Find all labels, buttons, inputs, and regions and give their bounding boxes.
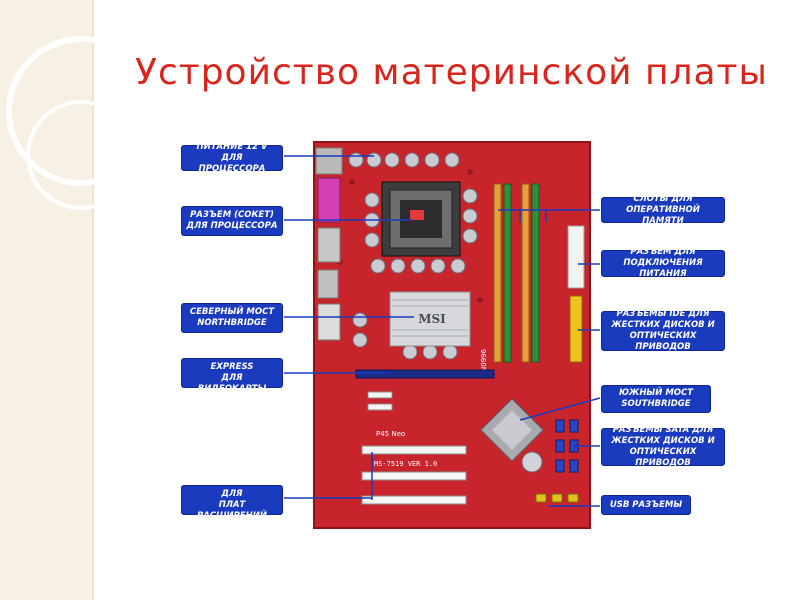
callout-line: ПЛАТ РАСШИРЕНИЙ <box>196 500 268 521</box>
callout-line: РАЗЪЕМ PCI-EXPRESS <box>200 351 264 372</box>
ram-slots <box>493 183 540 363</box>
callout-line: СЕВЕРНЫЙ МОСТ <box>189 307 275 317</box>
callout-line: ДЛЯ ВИДЕОКАРТЫ <box>197 373 267 394</box>
callout-line: ПИТАНИЕ 12 V ДЛЯ <box>196 141 268 163</box>
pci-slots <box>361 445 467 505</box>
callout-line: РАЗЪЕМЫ PCI ДЛЯ <box>197 478 267 499</box>
decorative-sidebar-edge <box>92 0 94 600</box>
callout-line: ОПЕРАТИВНОЙ ПАМЯТИ <box>626 204 700 226</box>
cpu-socket <box>381 181 461 257</box>
decorative-ring-small <box>26 100 136 210</box>
board-model: P45 Neo <box>376 430 405 438</box>
callout-line: РАЗЪЕМ ДЛЯ <box>630 247 696 257</box>
callout-line: ЮЖНЫЙ МОСТ <box>618 388 694 398</box>
cmos-battery <box>521 451 543 473</box>
callout-line: SOUTHBRIDGE <box>621 399 691 409</box>
board-marking: N0996 <box>480 348 488 372</box>
callout-cpu-socket: РАЗЪЕМ (СОКЕТ)ДЛЯ ПРОЦЕССОРА <box>181 206 283 236</box>
atx-power-connector <box>567 225 585 289</box>
leader-lines <box>284 155 601 507</box>
callout-line: ЖЕСТКИХ ДИСКОВ И <box>611 320 715 330</box>
pcie-slot <box>355 369 495 379</box>
callout-line: ДЛЯ ПРОЦЕССОРА <box>186 221 278 231</box>
callout-line: NORTHBRIDGE <box>197 318 267 328</box>
slide-title: Устройство материнской платы <box>135 52 768 93</box>
board-version: MS-7519 VER 1.0 <box>374 460 437 468</box>
capacitors <box>348 152 478 360</box>
callout-line: ОПТИЧЕСКИХ ПРИВОДОВ <box>629 447 697 468</box>
callout-line: ПОДКЛЮЧЕНИЯ ПИТАНИЯ <box>623 258 703 279</box>
callout-line: РАЗЪЕМЫ SATA ДЛЯ <box>612 425 714 435</box>
callout-usb: USB РАЗЪЕМЫ <box>601 495 691 515</box>
callout-line: ОПТИЧЕСКИХ ПРИВОДОВ <box>629 331 697 352</box>
usb-headers <box>535 493 579 503</box>
ide-connectors <box>569 295 583 363</box>
pcie-x1-slots <box>367 391 393 411</box>
callout-line: ПРОЦЕССОРА <box>198 163 266 174</box>
rear-io-ports <box>315 147 343 341</box>
callout-line: РАЗЪЕМЫ IDE ДЛЯ <box>616 309 710 319</box>
northbridge-heatsink: MSI <box>389 291 471 347</box>
callout-line: USB РАЗЪЕМЫ <box>609 499 683 510</box>
callout-line: СЛОТЫ ДЛЯ <box>633 193 693 204</box>
callout-line: РАЗЪЕМ (СОКЕТ) <box>190 210 274 220</box>
callout-line: ЖЕСТКИХ ДИСКОВ И <box>611 436 715 446</box>
heatsink-logo: MSI <box>418 312 446 326</box>
